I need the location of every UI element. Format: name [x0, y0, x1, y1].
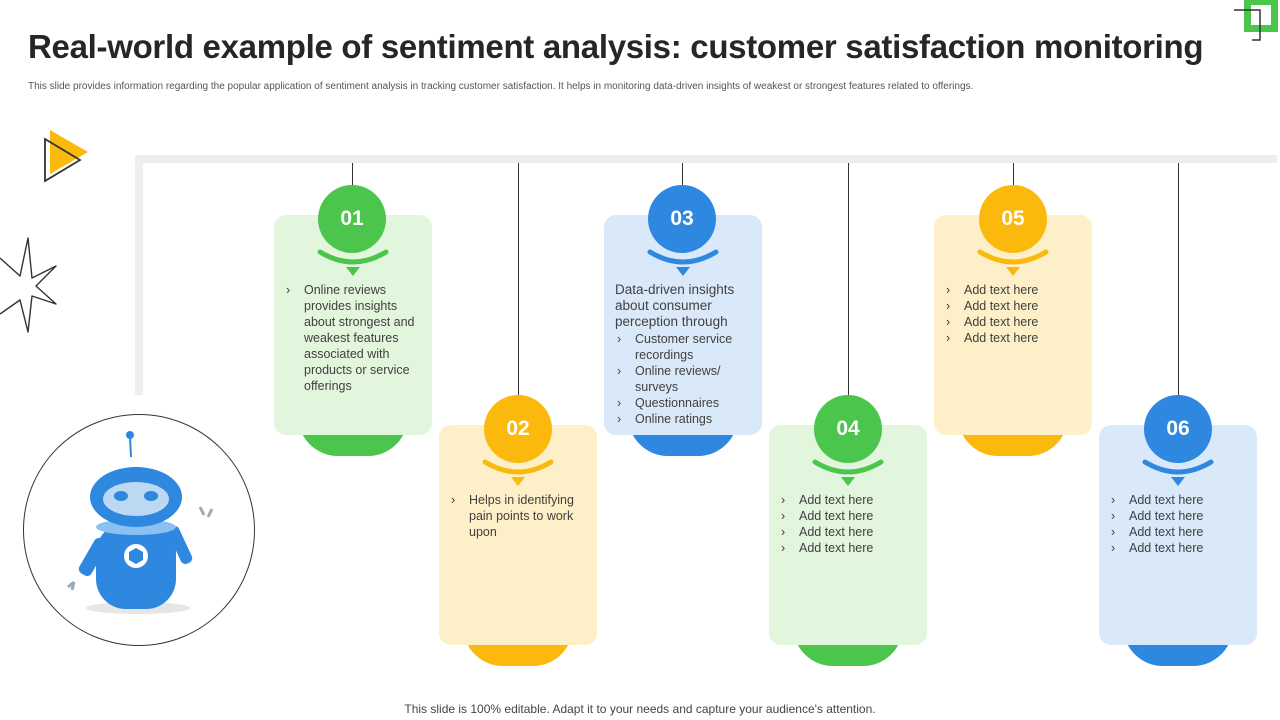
- hanging-string: [518, 163, 519, 395]
- hanging-string: [352, 163, 353, 185]
- hanging-string: [682, 163, 683, 185]
- bullet-item: Customer service recordings: [615, 331, 755, 363]
- page-subtitle: This slide provides information regardin…: [28, 81, 974, 92]
- step-number: 01: [318, 185, 386, 253]
- card-content: Add text here Add text here Add text her…: [944, 282, 1086, 346]
- step-number: 02: [484, 395, 552, 463]
- card-content: Add text here Add text here Add text her…: [1109, 492, 1251, 556]
- hanging-string: [848, 163, 849, 395]
- smile-connector-icon: [977, 249, 1049, 276]
- smile-connector-icon: [482, 459, 554, 486]
- bullet-item: Add text here: [1109, 508, 1251, 524]
- card-content: Online reviews provides insights about s…: [284, 282, 426, 394]
- footer-note: This slide is 100% editable. Adapt it to…: [404, 702, 876, 716]
- bullet-item: Add text here: [944, 282, 1086, 298]
- bullet-item: Add text here: [779, 540, 921, 556]
- bullet-item: Online reviews/ surveys: [615, 363, 755, 395]
- bullet-item: Add text here: [1109, 540, 1251, 556]
- step-number: 04: [814, 395, 882, 463]
- bullet-item: Add text here: [779, 492, 921, 508]
- bullet-item: Helps in identifying pain points to work…: [449, 492, 591, 540]
- card-content: Add text here Add text here Add text her…: [779, 492, 921, 556]
- play-triangle-icon: [44, 130, 88, 183]
- card-content: Data-driven insights about consumer perc…: [615, 282, 755, 427]
- smile-connector-icon: [1142, 459, 1214, 486]
- smile-connector-icon: [812, 459, 884, 486]
- robot-icon: [67, 431, 214, 614]
- step-number: 05: [979, 185, 1047, 253]
- bullet-item: Add text here: [779, 508, 921, 524]
- bullet-item: Add text here: [944, 298, 1086, 314]
- hanger-rail: [135, 155, 1277, 163]
- card-intro: Data-driven insights about consumer perc…: [615, 282, 735, 329]
- bullet-item: Online reviews provides insights about s…: [284, 282, 426, 394]
- bullet-item: Add text here: [1109, 492, 1251, 508]
- hanging-string: [1013, 163, 1014, 185]
- corner-bracket-icon: [1234, 0, 1278, 41]
- step-number: 03: [648, 185, 716, 253]
- bullet-item: Add text here: [1109, 524, 1251, 540]
- star-burst-icon: [0, 237, 57, 333]
- bullet-item: Online ratings: [615, 411, 755, 427]
- smile-connector-icon: [647, 249, 719, 276]
- bullet-item: Add text here: [944, 314, 1086, 330]
- card-content: Helps in identifying pain points to work…: [449, 492, 591, 540]
- hanger-rail-vertical: [135, 155, 143, 395]
- bullet-item: Questionnaires: [615, 395, 755, 411]
- step-number: 06: [1144, 395, 1212, 463]
- hanging-string: [1178, 163, 1179, 395]
- robot-illustration: [23, 414, 255, 646]
- bullet-item: Add text here: [779, 524, 921, 540]
- smile-connector-icon: [317, 249, 389, 276]
- page-title: Real-world example of sentiment analysis…: [28, 28, 1204, 65]
- bullet-item: Add text here: [944, 330, 1086, 346]
